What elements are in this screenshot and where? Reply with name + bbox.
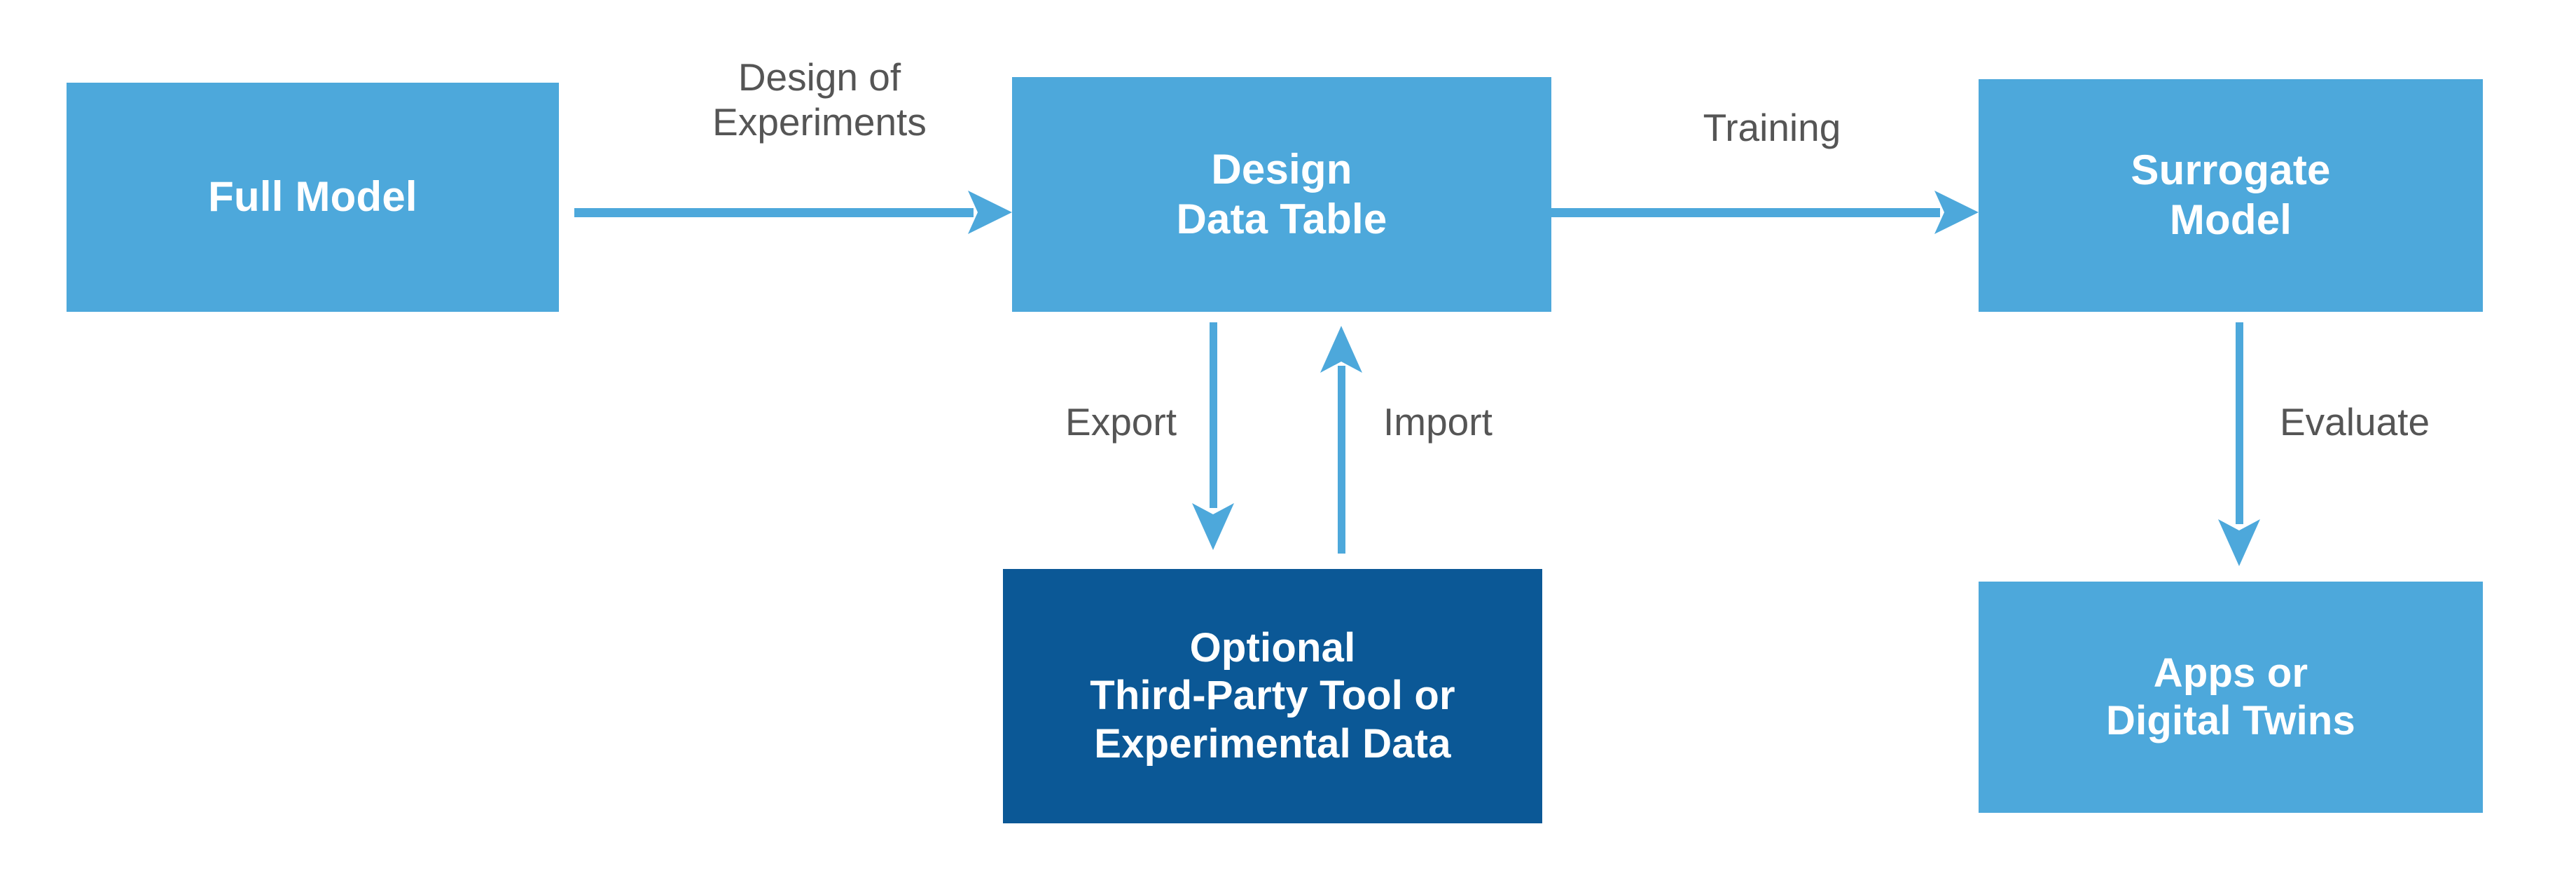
- edge-label-import: Import: [1383, 400, 1493, 444]
- node-surrogate-model: Surrogate Model: [1979, 79, 2483, 312]
- edge-label-design-of-experiments: Design of Experiments: [712, 55, 927, 144]
- node-design-data-table: Design Data Table: [1012, 77, 1551, 312]
- edge-label-evaluate: Evaluate: [2280, 400, 2430, 444]
- arrow-design-of-experiments: [574, 191, 1012, 234]
- arrow-import: [1320, 326, 1362, 554]
- node-full-model: Full Model: [67, 83, 559, 312]
- node-optional-third-party-tool: Optional Third-Party Tool or Experimenta…: [1003, 569, 1542, 823]
- edge-label-training: Training: [1703, 106, 1841, 149]
- arrow-export: [1192, 322, 1234, 550]
- node-apps-or-digital-twins: Apps or Digital Twins: [1979, 582, 2483, 813]
- edge-label-export: Export: [1065, 400, 1177, 444]
- arrow-evaluate: [2218, 322, 2260, 566]
- arrow-training: [1537, 191, 1979, 234]
